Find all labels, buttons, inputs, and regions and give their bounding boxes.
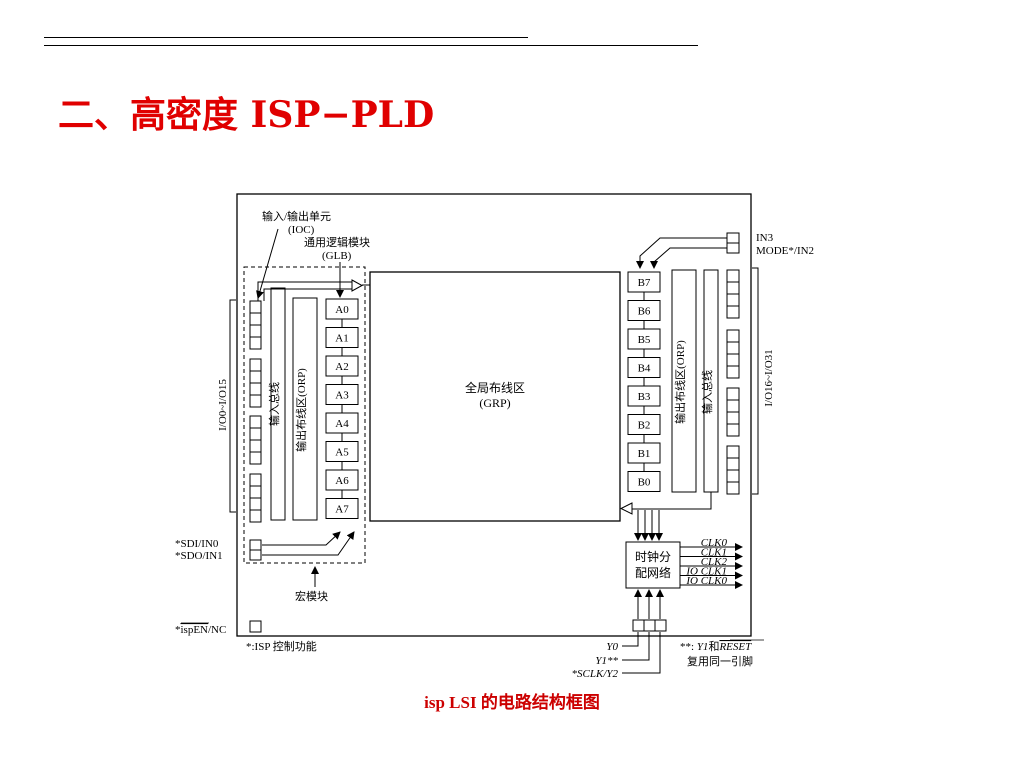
sdi-label: *SDI/IN0 [175,538,219,550]
io-left-label: I/O0~I/O15 [217,379,229,431]
block-b0 [627,471,661,492]
block-b2-label: B2 [638,420,651,432]
clk-out-label-2: CLK2 [701,556,728,568]
block-a7 [325,498,359,519]
reset-note: **: Y1和RESET [680,640,752,653]
left-orp [292,297,318,521]
y1-pin [643,619,656,632]
ioc-label: 输入/输出单元 [262,209,331,223]
right-input-bus-label: 输入总线 [700,370,714,414]
left-ioc-cells [249,300,262,523]
block-a5-label: A5 [335,447,349,459]
right-orp-label: 输出布线区(ORP) [673,340,687,424]
figure-caption: isp LSI 的电路结构框图 [424,693,600,712]
page-title: 二、高密度 ISP−PLD [58,94,435,136]
left-input-bus [270,287,286,521]
in3-label: IN3 [756,232,774,244]
ispen-pin [249,620,262,633]
ispen-label: *ispEN/NC [175,624,226,636]
clk-out-label-0: CLK0 [701,537,728,549]
grp-block [369,271,621,522]
left-input-bus-label: 输入总线 [267,382,281,426]
glb-label: 通用逻辑模块 [304,235,370,249]
isp-note: *:ISP 控制功能 [246,639,317,653]
clock-dist-line1: 时钟分 [635,549,671,564]
block-b4-label: B4 [638,363,651,375]
block-a4-label: A4 [335,418,349,430]
block-a7-label: A7 [335,504,349,516]
in3-pin [726,232,740,244]
block-b0-label: B0 [638,477,651,489]
block-a3-label: A3 [335,390,349,402]
chip-outline [236,193,752,637]
y0-label: Y0 [606,641,618,653]
clock-dist-line2: 配网络 [635,565,671,580]
clk-out-label-4: IO CLK0 [685,575,727,587]
top-rule-1 [44,37,528,38]
macro-label: 宏模块 [295,589,328,603]
glb-abbr: (GLB) [322,250,352,262]
block-b5-label: B5 [638,334,651,346]
y2-pin [654,619,667,632]
reset-note-line2: 复用同一引脚 [687,654,753,668]
mode-in2-pin [726,242,740,254]
right-orp [671,269,697,493]
block-b7-label: B7 [638,277,651,289]
sclk-label: *SCLK/Y2 [572,668,619,680]
y1-label: Y1** [595,655,618,667]
block-b3-label: B3 [638,391,651,403]
grp-label: 全局布线区 [465,380,525,395]
macro-block-outline [243,266,366,564]
block-a2-label: A2 [335,361,348,373]
sdo-pin [249,549,262,561]
grp-abbr: (GRP) [479,396,510,410]
mode-in2-label: MODE*/IN2 [756,245,814,257]
block-b1-label: B1 [638,448,651,460]
right-bus-arrow [619,502,633,515]
sdi-pin [249,539,262,551]
clk-out-label-3: IO CLK1 [685,566,727,578]
right-io-brace [752,267,759,495]
right-ioc-cells [726,269,740,495]
block-a6-label: A6 [335,475,349,487]
block-b6-label: B6 [638,306,651,318]
clock-distribution-block [625,541,681,589]
left-io-brace [229,299,236,513]
left-orp-label: 输出布线区(ORP) [294,368,308,452]
block-a1-label: A1 [335,333,348,345]
top-rule-2 [44,45,698,46]
sdo-label: *SDO/IN1 [175,550,223,562]
block-a0-label: A0 [335,304,349,316]
clk-out-label-1: CLK1 [701,547,727,559]
y0-pin [632,619,645,632]
io-right-label: I/O16~I/O31 [763,349,775,406]
left-bus-arrow [351,279,364,292]
ioc-abbr: (IOC) [288,224,315,236]
